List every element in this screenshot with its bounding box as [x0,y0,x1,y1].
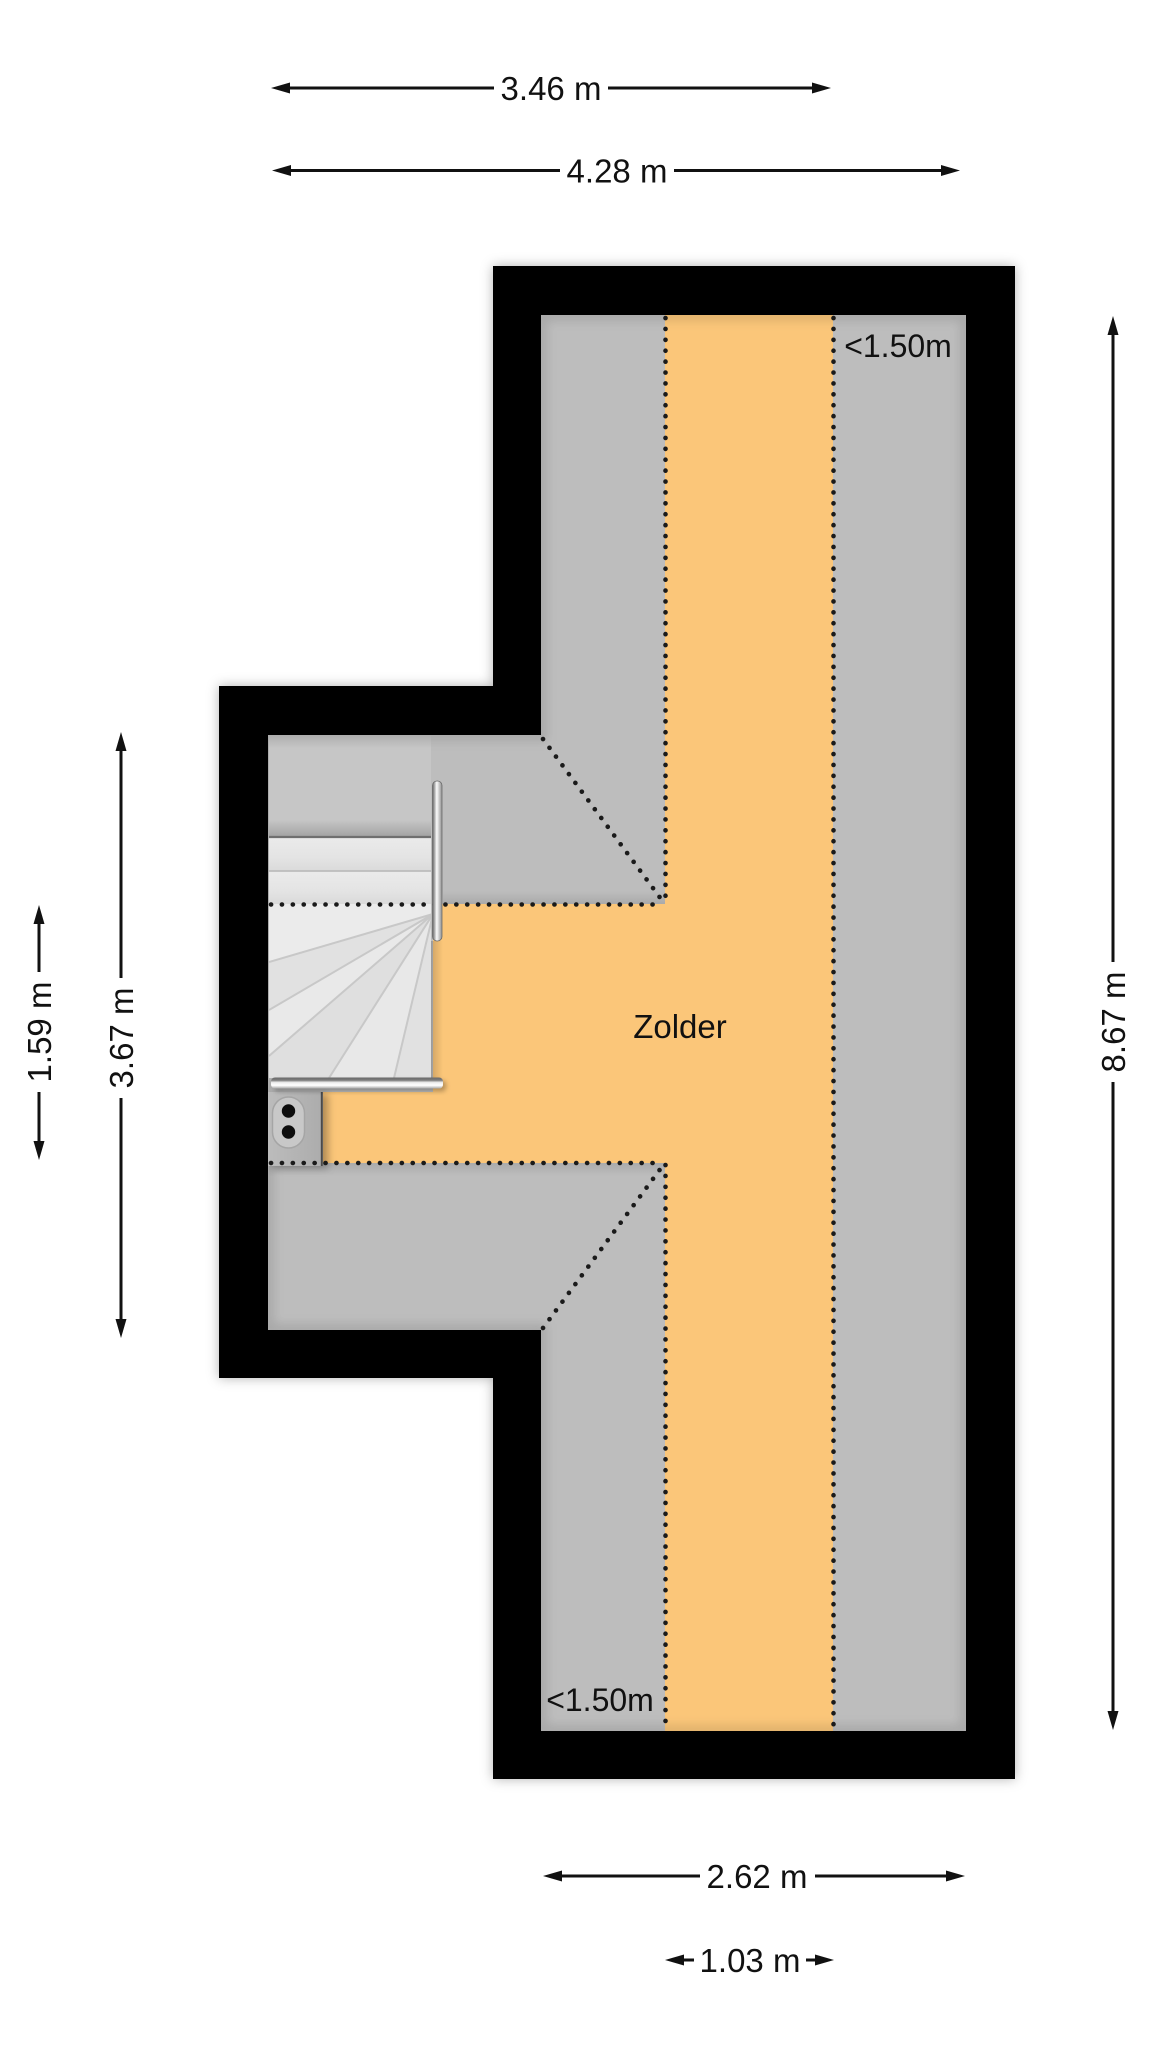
svg-text:Zolder: Zolder [633,1008,727,1045]
svg-text:2.62 m: 2.62 m [707,1858,808,1895]
svg-text:1.03 m: 1.03 m [700,1942,801,1979]
svg-text:4.28 m: 4.28 m [567,153,668,190]
svg-text:<1.50m: <1.50m [546,1682,654,1718]
svg-text:<1.50m: <1.50m [844,328,952,364]
svg-text:8.67 m: 8.67 m [1095,972,1132,1073]
svg-text:1.59 m: 1.59 m [21,982,58,1083]
svg-text:3.46 m: 3.46 m [501,70,602,107]
svg-text:3.67 m: 3.67 m [103,988,140,1089]
